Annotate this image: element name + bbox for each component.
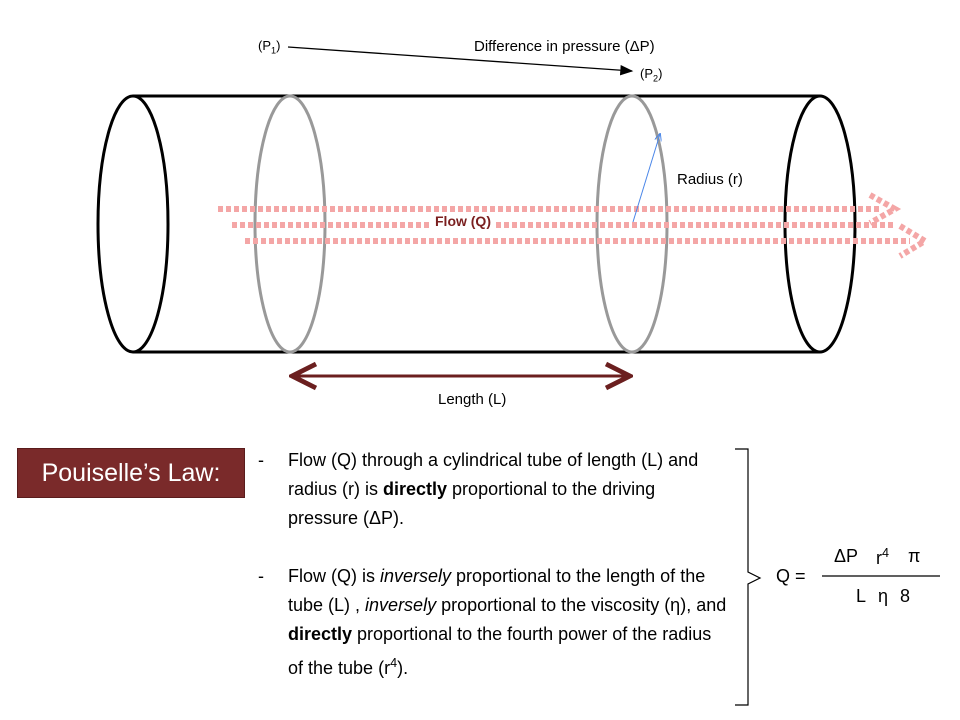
- cylinder: [96, 94, 857, 354]
- length-label: Length (L): [438, 391, 507, 408]
- flow-arrowhead-lower: [898, 223, 931, 259]
- bullet-2: - Flow (Q) is inversely proportional to …: [258, 562, 728, 683]
- radius-arrow: [632, 134, 660, 223]
- bold-text: directly: [288, 624, 353, 644]
- numerator-pi: π: [908, 546, 921, 566]
- bullet-dash: -: [258, 566, 264, 586]
- cylinder-left-end: [96, 94, 170, 354]
- p1-label: (P1): [258, 38, 281, 56]
- bullet-text: Flow (Q) through a cylindrical tube of l…: [288, 450, 699, 528]
- numerator-dp: ΔP: [834, 546, 859, 566]
- denominator-eta: η: [878, 586, 889, 606]
- equation-lhs: Q =: [776, 566, 806, 586]
- bold-text: directly: [383, 479, 448, 499]
- numerator-r: r4: [876, 546, 890, 568]
- law-title: Pouiselle’s Law:: [17, 448, 245, 498]
- bullet-1: - Flow (Q) through a cylindrical tube of…: [258, 446, 728, 533]
- flow-label: Flow (Q): [430, 212, 496, 230]
- denominator-l: L: [856, 586, 867, 606]
- radius-label: Radius (r): [677, 171, 743, 188]
- bullet-dash: -: [258, 450, 264, 470]
- p2-label: (P2): [640, 66, 663, 84]
- italic-text: inversely: [380, 566, 452, 586]
- brace: [735, 448, 762, 706]
- pressure-label: Difference in pressure (ΔP): [474, 38, 655, 55]
- flow-arrows: [218, 192, 931, 259]
- superscript: 4: [390, 656, 398, 670]
- flow-arrowhead-upper: [868, 192, 902, 226]
- pressure-arrow: [287, 46, 634, 76]
- italic-text: inversely: [365, 595, 437, 615]
- bullet-text: Flow (Q) is inversely proportional to th…: [288, 566, 727, 678]
- denominator-8: 8: [900, 586, 911, 606]
